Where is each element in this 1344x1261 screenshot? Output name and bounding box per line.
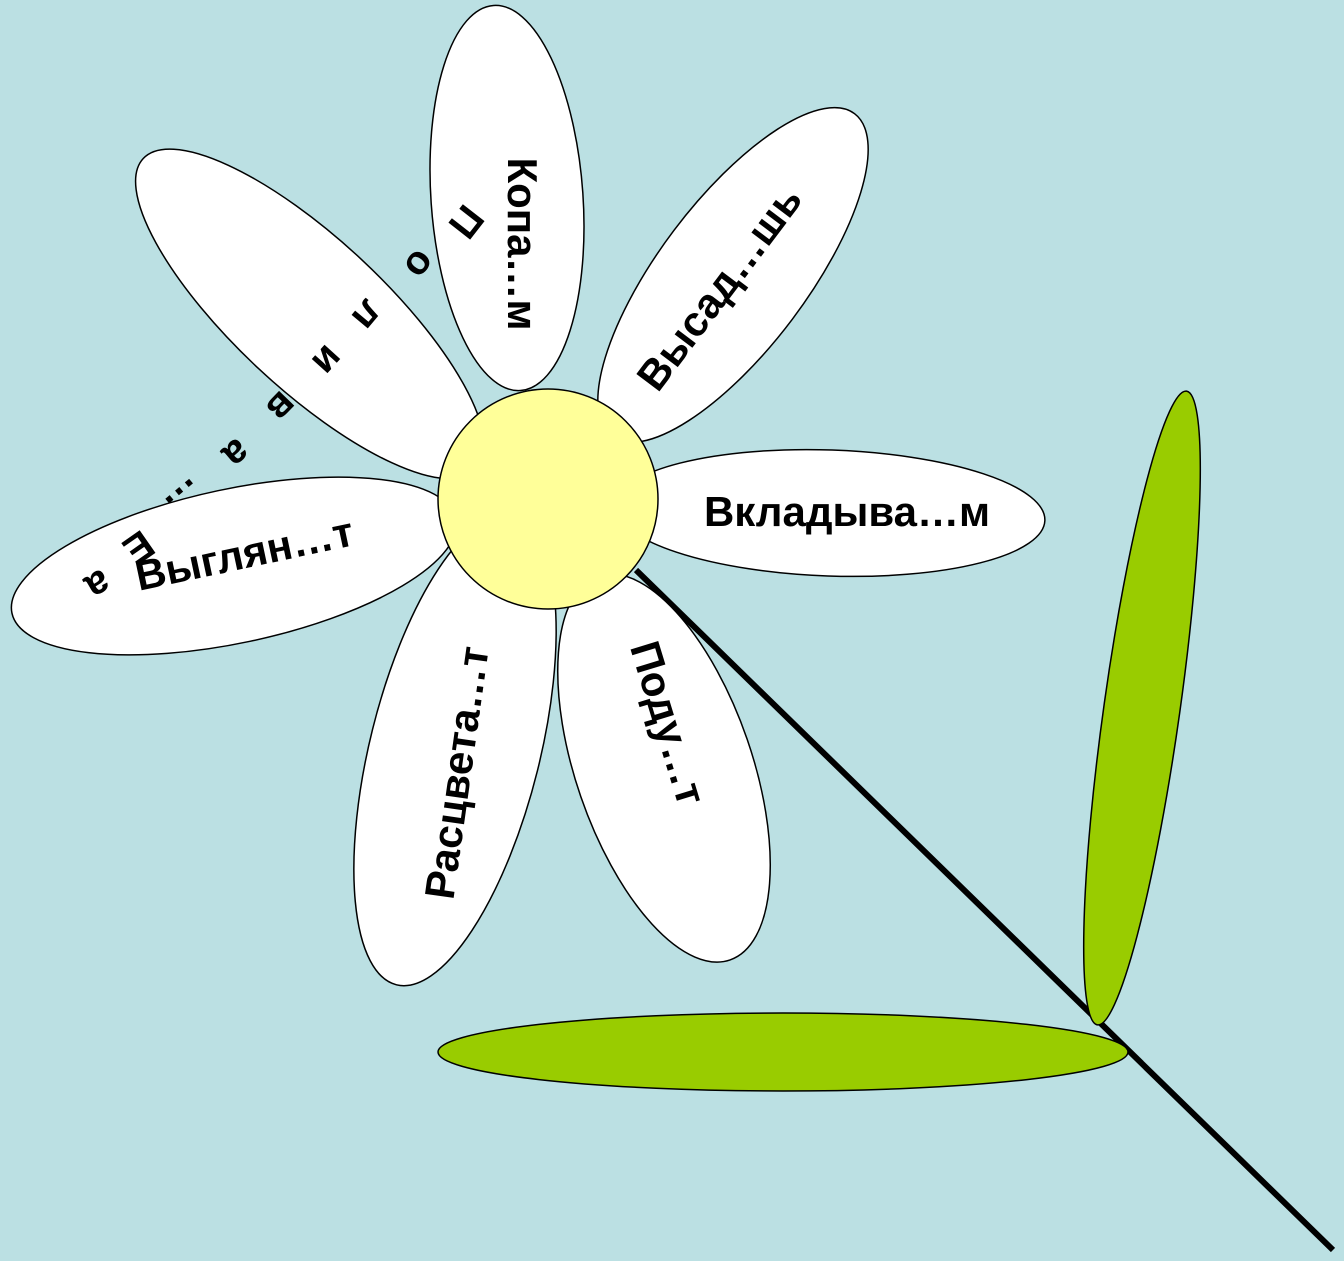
arc-letter: а	[213, 430, 259, 478]
leaf-vertical	[1060, 386, 1224, 1030]
petal-word-right: Вкладыва…м	[704, 488, 990, 535]
petal-word-top: Копа…м	[499, 157, 546, 330]
leaf-horizontal	[438, 1013, 1128, 1091]
flower-center	[438, 389, 658, 609]
